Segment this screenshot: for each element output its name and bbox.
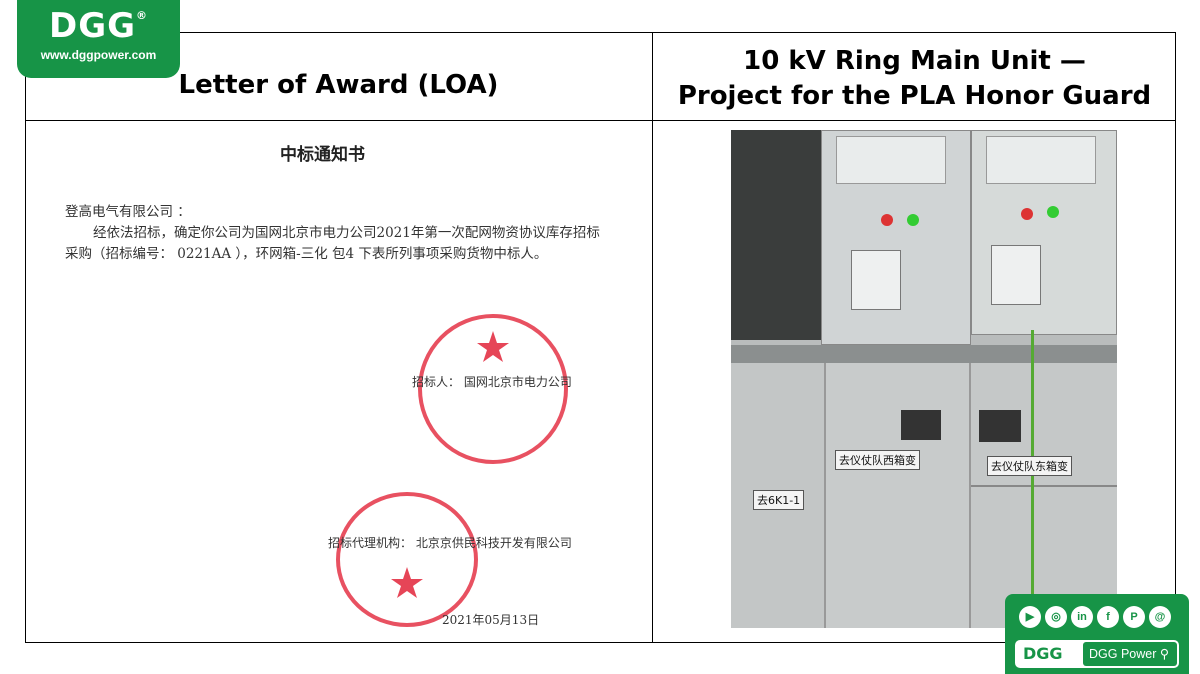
table-frame: [25, 32, 1176, 643]
threads-icon[interactable]: @: [1149, 606, 1171, 628]
column-divider: [652, 32, 653, 643]
search-box[interactable]: DGG Power ⚲: [1083, 642, 1177, 666]
header-project-line1: 10 kV Ring Main Unit —: [743, 46, 1086, 76]
linkedin-icon[interactable]: in: [1071, 606, 1093, 628]
header-project: 10 kV Ring Main Unit — Project for the PL…: [653, 44, 1176, 114]
search-icon: ⚲: [1159, 647, 1170, 661]
row-divider: [25, 120, 1176, 121]
letter-addressee: 登高电气有限公司 ：: [65, 204, 191, 220]
indicator-window: [901, 410, 941, 440]
label-west-transformer: 去仪仗队西箱变: [835, 450, 920, 470]
facebook-icon[interactable]: f: [1097, 606, 1119, 628]
label-6k1: 去6K1-1: [753, 490, 805, 510]
relay-display: [986, 136, 1096, 184]
brand-search-bar[interactable]: DGG DGG Power ⚲: [1015, 640, 1179, 668]
green-indicator: [1047, 206, 1059, 218]
pinterest-icon[interactable]: P: [1123, 606, 1145, 628]
cabinet-lower-3: [971, 363, 1117, 628]
dgg-logo[interactable]: DGG® www.dggpower.com: [17, 0, 180, 78]
letter-date: 2021年05月13日: [442, 613, 540, 627]
letter-tenderer: 招标人： 国网北京市电力公司: [412, 375, 572, 389]
search-text: DGG Power: [1089, 647, 1157, 661]
logo-url: www.dggpower.com: [40, 48, 157, 62]
agency-seal: [336, 492, 478, 627]
youtube-icon[interactable]: ▶: [1019, 606, 1041, 628]
seal-star-icon: [391, 567, 423, 598]
red-indicator: [1021, 208, 1033, 220]
cabinet-lower-2: [826, 363, 971, 628]
instagram-icon[interactable]: ◎: [1045, 606, 1067, 628]
cable: [1031, 330, 1034, 628]
tenderer-seal: [418, 314, 568, 464]
letter-title: 中标通知书: [280, 145, 365, 165]
wiring-compartment: [731, 130, 821, 340]
header-project-line2: Project for the PLA Honor Guard: [677, 81, 1152, 111]
seal-star-icon: [477, 331, 509, 362]
letter-agency: 招标代理机构： 北京京供民科技开发有限公司: [328, 536, 572, 550]
brand-mark: DGG: [1023, 644, 1063, 663]
relay-display: [836, 136, 946, 184]
registered-mark: ®: [136, 9, 149, 22]
indicator-window: [979, 410, 1021, 442]
header-loa: Letter of Award (LOA): [178, 70, 499, 100]
label-east-transformer: 去仪仗队东箱变: [987, 456, 1072, 476]
panel-seam: [971, 485, 1117, 487]
green-indicator: [907, 214, 919, 226]
bus-section: [731, 345, 1117, 363]
letter-body: 经依法招标，确定你公司为国网北京市电力公司2021年第一次配网物资协议库存招标采…: [65, 225, 600, 262]
meter: [991, 245, 1041, 305]
logo-brand: DGG: [48, 6, 137, 46]
meter: [851, 250, 901, 310]
social-media-badge: ▶ ◎ in f P @ DGG DGG Power ⚲: [1005, 594, 1189, 674]
ring-main-unit-photo: 去仪仗队西箱变 去仪仗队东箱变 去6K1-1: [731, 130, 1117, 628]
red-indicator: [881, 214, 893, 226]
